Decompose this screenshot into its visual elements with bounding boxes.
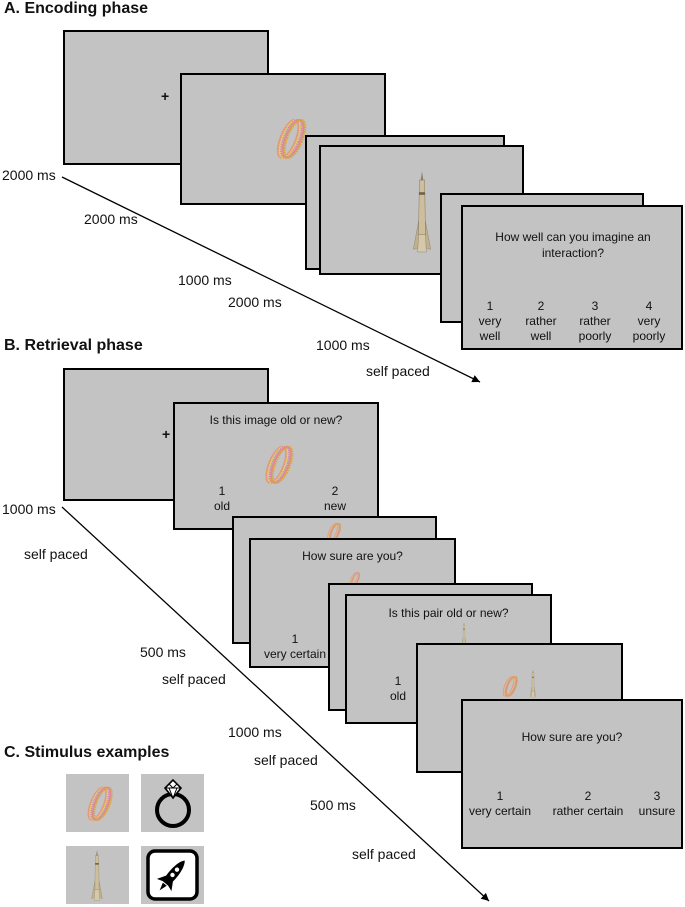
retrieval-timing-1: 1000 ms [2, 501, 56, 517]
encoding-timing-5: 1000 ms [316, 337, 370, 353]
ring-image [268, 109, 310, 167]
retrieval-timing-2: self paced [24, 546, 88, 562]
stimulus-ring-icon [141, 774, 204, 832]
ring-photo-icon [80, 777, 116, 829]
fixation-cross-2: + [162, 426, 171, 442]
imagery-question: How well can you imagine an interaction? [495, 230, 651, 260]
retrieval-timing-6: self paced [254, 752, 318, 768]
retrieval-timing-4: self paced [162, 671, 226, 687]
ring-image-2 [257, 436, 297, 492]
fixation-cross: + [161, 88, 170, 104]
retrieval-timing-5: 1000 ms [228, 724, 282, 740]
encoding-timing-3: 1000 ms [178, 272, 232, 288]
retrieval-timing-7: 500 ms [310, 797, 356, 813]
ring-outline-icon [155, 778, 191, 828]
encoding-timing-1: 2000 ms [2, 167, 56, 183]
retrieval-timing-8: self paced [352, 846, 416, 862]
rocket-image-3 [526, 669, 540, 699]
encoding-timing-6: self paced [366, 363, 430, 379]
stimulus-heading: C. Stimulus examples [4, 744, 170, 761]
confidence-question-2: How sure are you? [521, 730, 623, 744]
encoding-heading: A. Encoding phase [4, 0, 149, 17]
rocket-image [409, 165, 435, 261]
encoding-rating-screen: How well can you imagine an interaction?… [461, 205, 683, 350]
pair-question: Is this pair old or new? [388, 606, 509, 620]
image-question: Is this image old or new? [209, 413, 343, 427]
stimulus-ring-photo [66, 774, 129, 832]
rocket-photo-icon [86, 849, 108, 903]
encoding-timing-2: 2000 ms [84, 211, 138, 227]
encoding-timing-4: 2000 ms [228, 294, 282, 310]
confidence-question-1: How sure are you? [302, 549, 403, 563]
ring-image-4 [492, 673, 526, 699]
stimulus-rocket-icon [141, 846, 204, 904]
rocket-outline-icon [146, 849, 199, 901]
retrieval-heading: B. Retrieval phase [4, 337, 143, 354]
retrieval-timing-3: 500 ms [140, 644, 186, 660]
stimulus-rocket-photo [66, 846, 129, 904]
